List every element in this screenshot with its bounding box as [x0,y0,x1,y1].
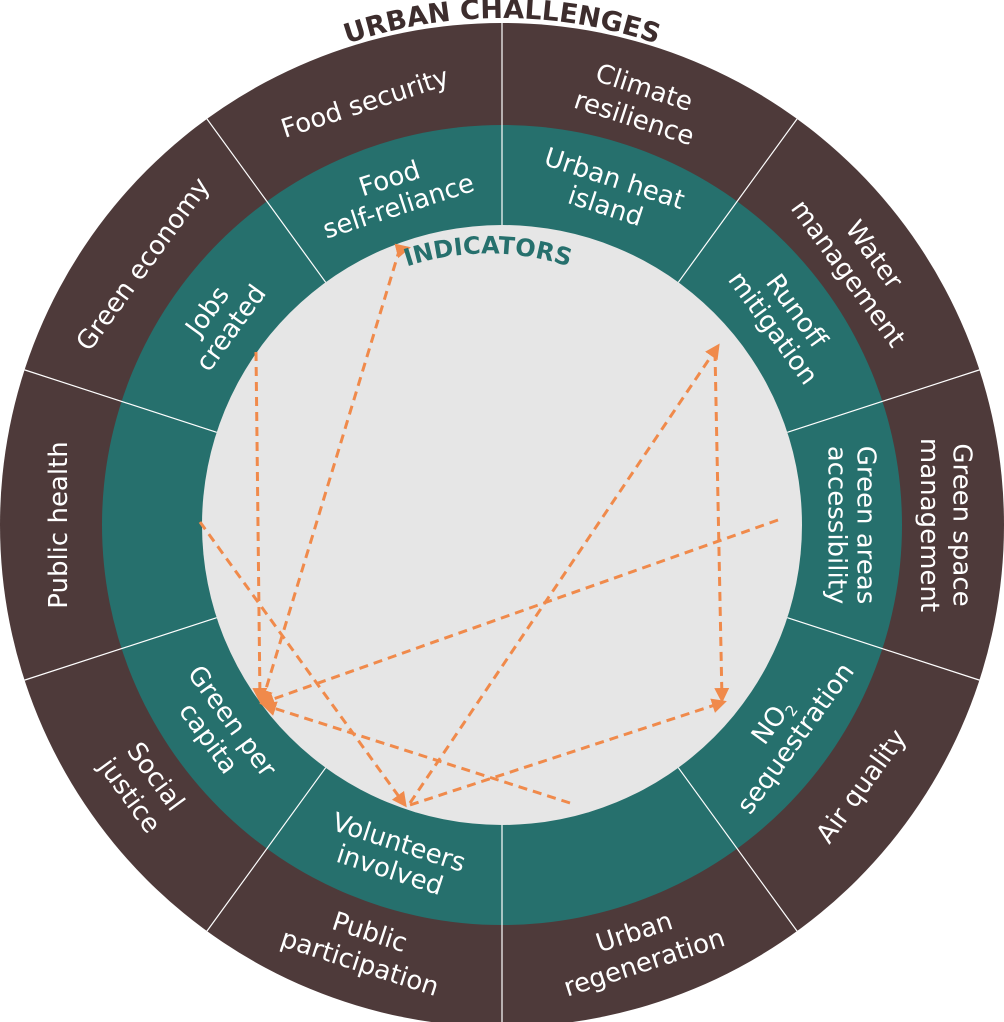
arrow-food-to-cluster [252,351,268,703]
arrow-cluster-to-heat [394,243,411,259]
ring-divider-1 [677,118,798,283]
arrow-heat-to-cluster [258,247,402,705]
arrow-accessibility-to-right [713,351,730,703]
arrow-greencapita-to-right [409,698,727,807]
ring-divider-9 [206,118,327,283]
ring-dividers [24,23,980,1022]
ring-divider-3 [787,617,980,681]
ring-divider-6 [206,767,327,932]
ring-divider-7 [24,617,217,681]
challenge-label-public-health: Public health [44,441,74,609]
arrow-greencapita-to-accessibility [408,343,720,804]
challenge-label-green-space-management: Green spacemanagement [914,438,976,612]
ring-divider-2 [787,369,980,433]
indicator-label-green-areas-accessibility: Green areasaccessibility [822,446,881,605]
arrow-volunteers-to-cluster [261,701,571,805]
indicator-link-arrows [198,243,779,808]
arrow-jobs-to-greencapita [198,521,407,808]
arrow-no2-to-cluster [259,518,779,707]
ring-divider-4 [677,767,798,932]
ring-divider-8 [24,369,217,433]
indicator-center-circle [202,225,802,825]
